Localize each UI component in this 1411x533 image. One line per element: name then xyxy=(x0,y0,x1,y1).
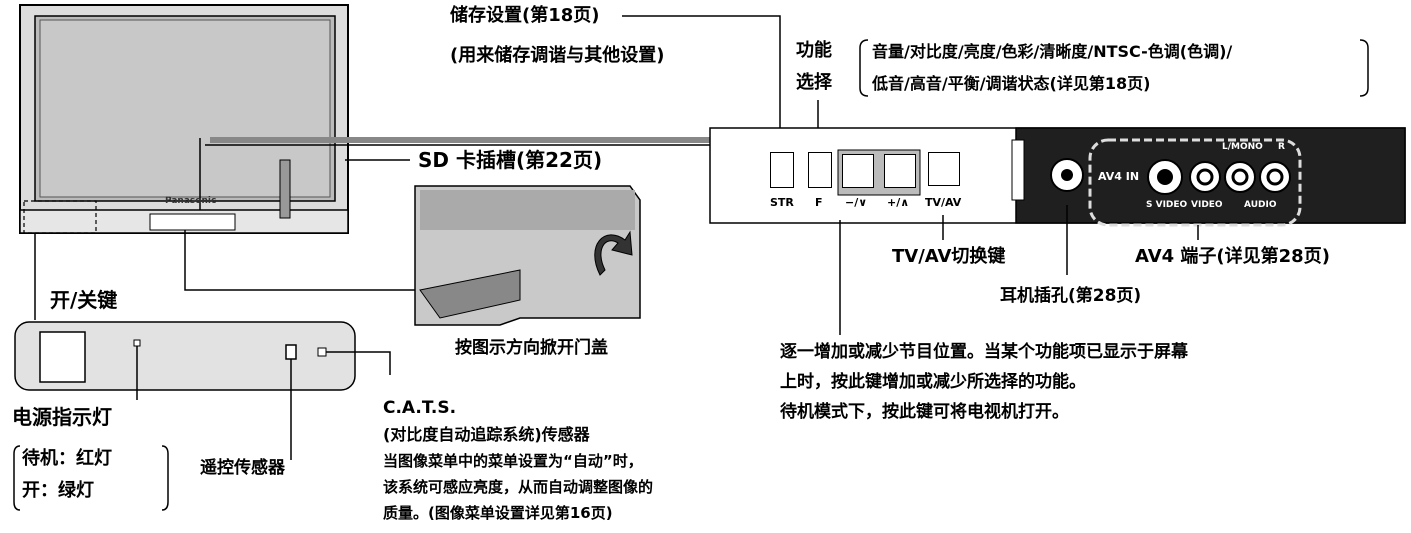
tvav-button-label: TV/AV xyxy=(925,196,962,209)
store-sub-label: (用来储存调谐与其他设置) xyxy=(450,45,665,66)
cats-desc-1: 当图像菜单中的菜单设置为“自动”时， xyxy=(383,452,643,470)
svideo-label: S VIDEO xyxy=(1146,200,1188,210)
remote-sensor-label: 遥控传感器 xyxy=(200,458,285,478)
standby-label: 待机：红灯 xyxy=(22,448,112,469)
store-label: 储存设置(第18页) xyxy=(450,5,600,26)
power-indicator-brackets xyxy=(13,445,169,511)
func-list-1: 音量/对比度/亮度/色彩/清晰度/NTSC-色调(色调)/ xyxy=(872,42,1233,61)
store-button-label: STR xyxy=(770,196,794,209)
up-button[interactable] xyxy=(884,154,916,188)
updown-line-3: 待机模式下，按此键可将电视机打开。 xyxy=(780,402,1069,422)
power-indicator-label: 电源指示灯 xyxy=(12,405,112,429)
open-door-label: 按图示方向掀开门盖 xyxy=(455,338,608,358)
down-button-label: −/∨ xyxy=(845,196,868,209)
tv-brand: Panasonic xyxy=(165,196,217,206)
func-list-2: 低音/高音/平衡/调谐状态(详见第18页) xyxy=(872,74,1151,93)
updown-line-1: 逐一增加或减少节目位置。当某个功能项已显示于屏幕 xyxy=(780,342,1188,362)
tvav-key-label: TV/AV切换键 xyxy=(892,246,1006,267)
tvav-button[interactable] xyxy=(928,152,960,186)
power-key-label: 开/关键 xyxy=(50,288,118,312)
audio-label: AUDIO xyxy=(1244,200,1277,210)
lmono-label: L/MONO xyxy=(1222,142,1263,152)
cats-sub-label: (对比度自动追踪系统)传感器 xyxy=(383,425,590,444)
updown-line-2: 上时，按此键增加或减少所选择的功能。 xyxy=(780,372,1086,392)
r-label: R xyxy=(1278,142,1285,152)
cats-desc-3: 质量。(图像菜单设置详见第16页) xyxy=(383,504,613,522)
av4-in-label: AV4 IN xyxy=(1098,170,1140,183)
store-button[interactable] xyxy=(770,152,794,188)
cats-desc-2: 该系统可感应亮度，从而自动调整图像的 xyxy=(383,478,654,496)
sd-slot-label: SD 卡插槽(第22页) xyxy=(418,148,603,172)
up-button-label: +/∧ xyxy=(887,196,910,209)
function-button[interactable] xyxy=(808,152,832,188)
earphone-label: 耳机插孔(第28页) xyxy=(1000,286,1142,306)
func-label-1: 功能 xyxy=(796,40,832,61)
cats-label: C.A.T.S. xyxy=(383,398,457,418)
func-label-2: 选择 xyxy=(796,72,832,93)
video-label: VIDEO xyxy=(1191,200,1223,210)
on-label: 开：绿灯 xyxy=(22,480,94,501)
av4-label: AV4 端子(详见第28页) xyxy=(1135,246,1330,267)
down-button[interactable] xyxy=(842,154,874,188)
function-button-label: F xyxy=(815,196,823,209)
